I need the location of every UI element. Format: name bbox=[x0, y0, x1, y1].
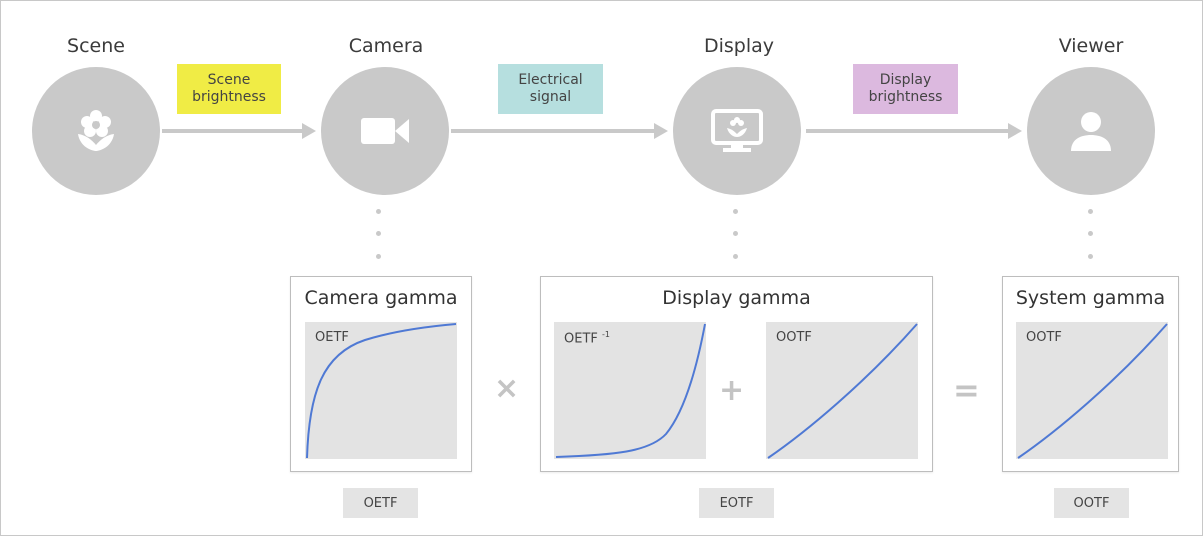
oetf-curve bbox=[306, 323, 457, 459]
video-camera-icon bbox=[361, 118, 409, 144]
footer-tag-ootf: OOTF bbox=[1054, 488, 1129, 518]
dot bbox=[1088, 209, 1093, 214]
footer-tag-eotf: EOTF bbox=[699, 488, 774, 518]
tag-display-brightness: Display brightness bbox=[853, 64, 958, 114]
ootf-curve bbox=[767, 323, 918, 459]
node-label-scene: Scene bbox=[67, 35, 125, 57]
camera-gamma-panel: Camera gamma OETF bbox=[290, 276, 472, 472]
node-label-viewer: Viewer bbox=[1058, 35, 1124, 57]
inverse-oetf-curve bbox=[555, 323, 706, 458]
display-gamma-panel: Display gamma OETF -1 OOTF + bbox=[540, 276, 933, 472]
tag-scene-brightness: Scene brightness bbox=[177, 64, 281, 114]
person-icon bbox=[1071, 112, 1111, 151]
footer-tag-oetf: OETF bbox=[343, 488, 418, 518]
node-display bbox=[673, 67, 801, 195]
inverse-oetf-plot-label: OETF -1 bbox=[564, 330, 610, 346]
oetf-plot: OETF bbox=[305, 322, 457, 459]
system-gamma-panel: System gamma OOTF bbox=[1002, 276, 1179, 472]
inverse-superscript: -1 bbox=[602, 330, 610, 339]
dot bbox=[376, 209, 381, 214]
system-ootf-plot: OOTF bbox=[1016, 322, 1168, 459]
node-label-display: Display bbox=[703, 35, 775, 57]
ootf-plot: OOTF bbox=[766, 322, 918, 459]
dot bbox=[733, 209, 738, 214]
plus-operator: + bbox=[719, 373, 745, 408]
monitor-icon bbox=[711, 109, 763, 152]
system-ootf-plot-label: OOTF bbox=[1026, 330, 1062, 345]
node-viewer bbox=[1027, 67, 1155, 195]
dot bbox=[733, 231, 738, 236]
tag-electrical-signal: Electrical signal bbox=[498, 64, 603, 114]
display-gamma-title: Display gamma bbox=[662, 287, 811, 309]
ootf-plot-label: OOTF bbox=[776, 330, 812, 345]
node-camera bbox=[321, 67, 449, 195]
system-ootf-curve bbox=[1017, 323, 1168, 459]
flow-arrows bbox=[162, 123, 1022, 139]
dot bbox=[1088, 231, 1093, 236]
oetf-plot-label: OETF bbox=[315, 330, 349, 345]
equals-operator: = bbox=[953, 371, 980, 409]
dot bbox=[733, 254, 738, 259]
node-label-camera: Camera bbox=[348, 35, 424, 57]
node-scene bbox=[32, 67, 160, 195]
flower-icon bbox=[78, 110, 114, 151]
multiply-operator: × bbox=[494, 371, 520, 406]
inverse-oetf-label-text: OETF bbox=[564, 331, 598, 347]
dot bbox=[376, 231, 381, 236]
dot bbox=[376, 254, 381, 259]
camera-gamma-title: Camera gamma bbox=[304, 287, 458, 309]
system-gamma-title: System gamma bbox=[1015, 287, 1166, 309]
dot bbox=[1088, 254, 1093, 259]
inverse-oetf-plot: OETF -1 bbox=[554, 322, 706, 459]
